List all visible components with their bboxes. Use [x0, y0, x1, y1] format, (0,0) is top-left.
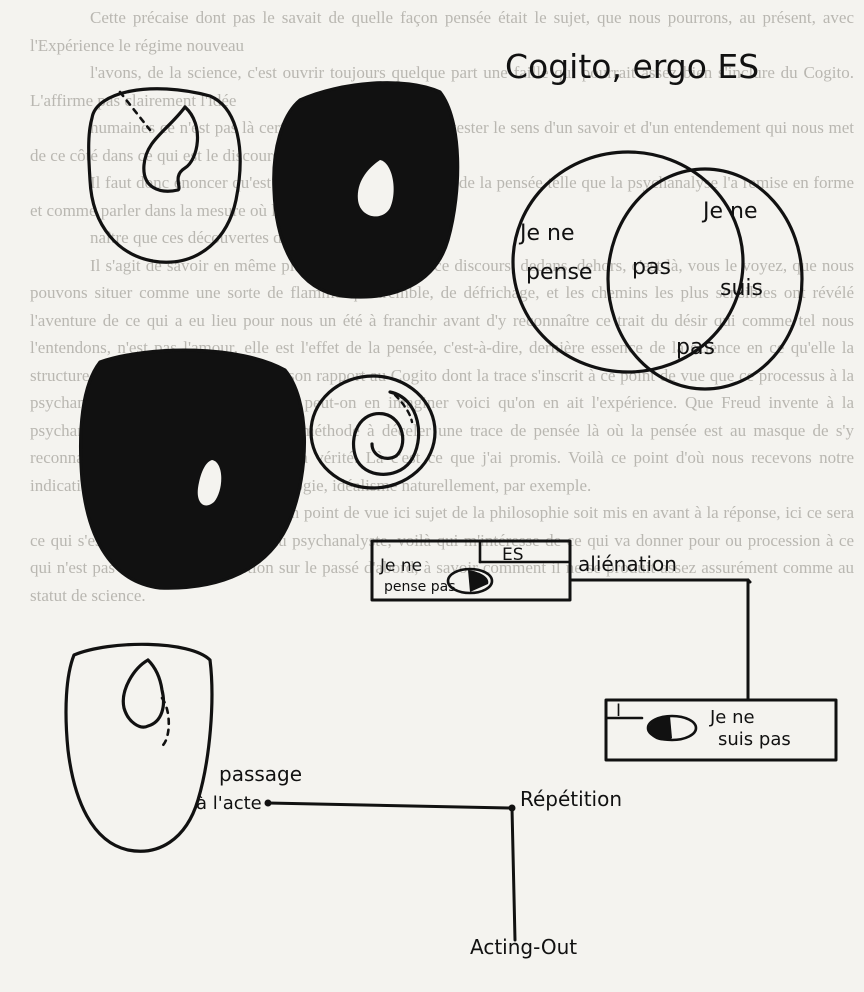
torus-filled-icon — [78, 348, 307, 590]
acting-schema: passage à l'acte Répétition Acting-Out — [196, 762, 622, 959]
es-box — [370, 539, 572, 602]
diagram-title: Cogito, ergo ES — [505, 47, 759, 86]
torus-outline-icon — [64, 642, 214, 853]
bg-paragraph: Cette précaise dont pas le savait de que… — [30, 8, 854, 55]
i-tag: I — [616, 701, 621, 721]
repetition-label: Répétition — [520, 787, 622, 811]
venn-left-label: Je ne — [518, 221, 575, 246]
es-tag: ES — [502, 545, 524, 565]
venn-right-label: pas — [676, 335, 715, 360]
venn-diagram: Je ne pense pas Je ne suis pas — [511, 150, 804, 391]
es-box-text: Je ne — [379, 556, 422, 576]
es-box-text: pense pas — [384, 579, 456, 595]
i-box-text: Je ne — [709, 707, 755, 728]
i-box — [604, 698, 838, 762]
bg-paragraph: l'avons, de la science, c'est ouvrir tou… — [30, 63, 854, 110]
venn-center-label: pas — [632, 255, 671, 280]
alienation-schema: ES Je ne pense pas aliénation I Je ne su… — [370, 539, 838, 762]
venn-right-label: Je ne — [701, 199, 758, 224]
passage-label: passage — [219, 762, 302, 786]
torus-outline-icon — [87, 87, 242, 264]
venn-left-label: pense — [526, 260, 592, 285]
i-box-text: suis pas — [718, 729, 791, 750]
passage-label: à l'acte — [196, 793, 262, 814]
torus-filled-icon — [272, 81, 460, 299]
acting-out-label: Acting-Out — [470, 935, 577, 959]
alienation-label: aliénation — [578, 552, 677, 576]
spiral-icon — [309, 374, 437, 490]
venn-right-label: suis — [720, 276, 763, 301]
